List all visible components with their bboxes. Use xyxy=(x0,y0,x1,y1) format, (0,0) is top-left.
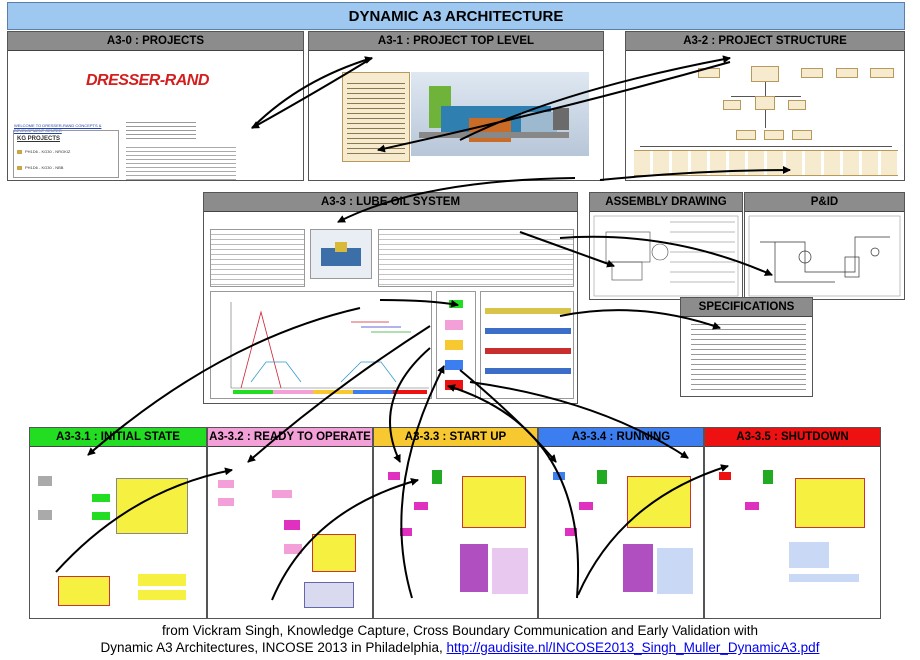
functional-diagram xyxy=(378,229,574,287)
panel-header: P&ID xyxy=(745,193,904,212)
panel-a3-3-3-start-up[interactable]: A3-3.3 : START UP xyxy=(373,427,538,619)
panel-a3-2-project-structure[interactable]: A3-2 : PROJECT STRUCTURE xyxy=(625,31,905,181)
figure-caption: from Vickram Singh, Knowledge Capture, C… xyxy=(0,622,920,656)
panel-header: A3-3.2 : READY TO OPERATE xyxy=(208,428,372,447)
panel-header: A3-2 : PROJECT STRUCTURE xyxy=(626,32,904,51)
panel-header: A3-3.5 : SHUTDOWN xyxy=(705,428,880,447)
panel-a3-3-lube-oil-system[interactable]: A3-3 : LUBE OIL SYSTEM xyxy=(203,192,578,404)
dresser-rand-logo: DRESSER-RAND xyxy=(86,72,226,94)
state-machine xyxy=(436,291,476,399)
caption-link[interactable]: http://gaudisite.nl/INCOSE2013_Singh_Mul… xyxy=(446,640,820,655)
panel-pid[interactable]: P&ID xyxy=(744,192,905,300)
panel-header: A3-3.4 : RUNNING xyxy=(539,428,703,447)
parameters-table xyxy=(480,291,574,399)
pid-drawing-svg xyxy=(748,215,901,297)
panel-specifications[interactable]: SPECIFICATIONS xyxy=(680,297,813,397)
panel-a3-3-4-running[interactable]: A3-3.4 : RUNNING xyxy=(538,427,704,619)
panel-header: A3-3.1 : INITIAL STATE xyxy=(30,428,206,447)
kg-item-1[interactable]: PH1D6 - KG30 - NRGKIZ xyxy=(17,149,70,154)
panel-a3-3-1-initial-state[interactable]: A3-3.1 : INITIAL STATE xyxy=(29,427,207,619)
panel-header: A3-3.3 : START UP xyxy=(374,428,537,447)
kg-item-2[interactable]: PH1D6 - KG30 - NBB xyxy=(17,165,63,170)
panel-a3-3-2-ready-to-operate[interactable]: A3-3.2 : READY TO OPERATE xyxy=(207,427,373,619)
logo-text: DRESSER-RAND xyxy=(86,72,209,89)
caption-line-2: Dynamic A3 Architectures, INCOSE 2013 in… xyxy=(0,639,920,656)
panel-a3-3-5-shutdown[interactable]: A3-3.5 : SHUTDOWN xyxy=(704,427,881,619)
caption-line-2-text: Dynamic A3 Architectures, INCOSE 2013 in… xyxy=(100,640,447,655)
kg-projects-box: KG PROJECTS PH1D6 - KG30 - NRGKIZ PH1D6 … xyxy=(13,130,119,178)
physical-view xyxy=(310,229,372,279)
timeline-svg xyxy=(230,302,429,394)
panel-a3-0-projects[interactable]: A3-0 : PROJECTS DRESSER-RAND WELCOME TO … xyxy=(7,31,304,181)
folder-icon xyxy=(17,149,22,154)
panel-a3-1-project-top-level[interactable]: A3-1 : PROJECT TOP LEVEL xyxy=(308,31,604,181)
folder-icon xyxy=(17,165,22,170)
intro-box xyxy=(210,229,305,287)
kg-item-label: PH1D6 - KG30 - NBB xyxy=(25,165,64,170)
text-block xyxy=(126,119,196,139)
caption-line-1: from Vickram Singh, Knowledge Capture, C… xyxy=(161,623,759,638)
assembly-drawing-svg xyxy=(593,215,739,297)
panel-header: A3-0 : PROJECTS xyxy=(8,32,303,51)
panel-assembly-drawing[interactable]: ASSEMBLY DRAWING xyxy=(589,192,743,300)
panel-header: A3-3 : LUBE OIL SYSTEM xyxy=(204,193,577,212)
timeline-chart xyxy=(210,291,432,399)
project-tree-box xyxy=(342,72,410,162)
kg-projects-heading: KG PROJECTS xyxy=(17,136,61,142)
equipment-3d-model xyxy=(411,72,589,156)
text-block xyxy=(126,144,236,180)
panel-header: A3-1 : PROJECT TOP LEVEL xyxy=(309,32,603,51)
kg-item-label: PH1D6 - KG30 - NRGKIZ xyxy=(25,149,71,154)
panel-header: SPECIFICATIONS xyxy=(681,298,812,317)
spec-table xyxy=(691,320,806,392)
page-title: DYNAMIC A3 ARCHITECTURE xyxy=(7,2,905,30)
panel-header: ASSEMBLY DRAWING xyxy=(590,193,742,212)
